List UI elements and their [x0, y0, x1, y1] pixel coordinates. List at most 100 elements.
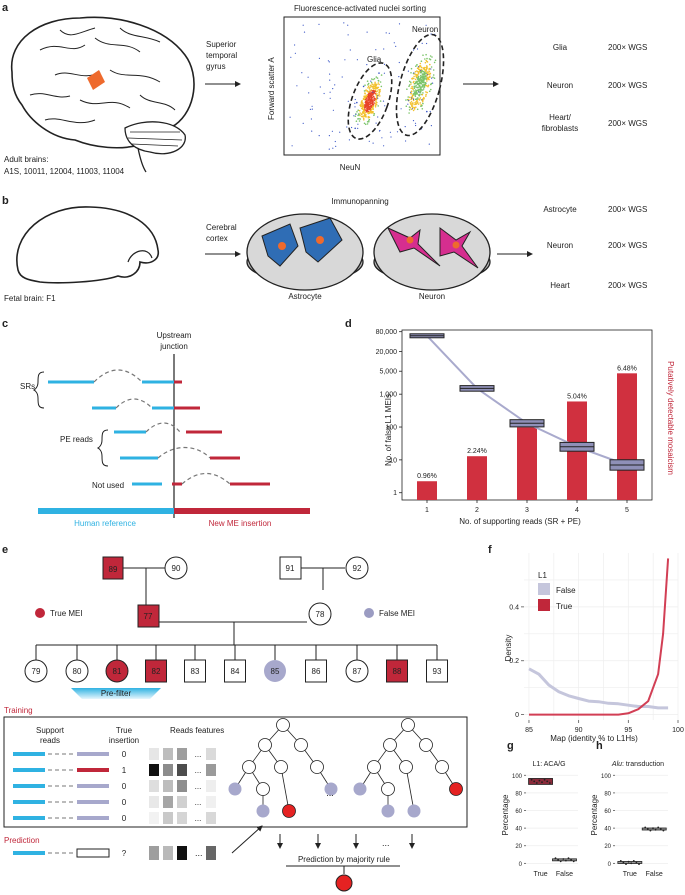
scatter-point: [374, 86, 377, 88]
scatter-point: [372, 108, 375, 110]
training-feature-ellipsis: ...: [195, 814, 202, 823]
scatter-point: [416, 82, 419, 85]
scatter-point: [329, 97, 331, 99]
glia-gate: [347, 62, 393, 140]
scatter-point: [413, 82, 416, 85]
scatter-point: [418, 89, 420, 91]
chart-h-point: [622, 861, 625, 864]
training-feature-cell: [163, 780, 173, 792]
chart-h-title: Alu: transduction: [611, 761, 664, 768]
scatter-point: [411, 108, 413, 110]
scatter-point: [409, 102, 412, 104]
scatter-point: [434, 59, 437, 62]
neuron-gate-label: Neuron: [412, 25, 438, 34]
chart-d-xtick-label: 3: [525, 507, 529, 514]
scatter-point: [310, 118, 312, 120]
scatter-point: [410, 83, 412, 85]
scatter-point: [429, 63, 431, 66]
scatter-point: [374, 102, 377, 105]
scatter-point: [378, 130, 381, 132]
chart-d-ytick-label: 20,000: [376, 349, 398, 356]
chart-f-xtick-label: 100: [672, 727, 684, 734]
scatter-point: [430, 33, 432, 35]
scatter-point: [432, 69, 435, 71]
scatter-point: [416, 64, 418, 66]
scatter-point: [318, 57, 320, 60]
a-output-glia: Glia: [553, 43, 568, 52]
panel-label-h: h: [596, 740, 603, 752]
chart-f-xtick-label: 85: [525, 727, 533, 734]
scatter-point: [416, 80, 418, 83]
chart-h-point: [644, 826, 647, 829]
chart-g-xtick-label: False: [556, 871, 573, 878]
adult-brain-illustration: [10, 16, 195, 173]
scatter-point: [301, 72, 303, 74]
pedigree-84-label: 84: [231, 667, 240, 676]
scatter-point: [362, 105, 364, 108]
scatter-point: [417, 103, 420, 105]
scatter-point: [432, 82, 434, 84]
scatter-point: [377, 80, 380, 82]
scatter-point: [334, 140, 336, 143]
scatter-point: [409, 96, 411, 99]
scatter-point: [377, 97, 379, 99]
scatter-point: [423, 76, 426, 78]
scatter-point: [366, 123, 369, 125]
chart-d-bar-label: 5.04%: [567, 393, 587, 400]
prefilter-label: Pre-filter: [101, 689, 132, 698]
pedigree-83: [184, 659, 206, 683]
scatter-point: [429, 110, 431, 113]
chart-g-point: [538, 779, 541, 782]
scatter-point: [378, 83, 380, 86]
scatter-point: [420, 70, 422, 72]
adult-brains-ids: A1S, 10011, 12004, 11003, 11004: [4, 167, 125, 176]
scatter-point: [421, 99, 423, 101]
scatter-point: [430, 88, 432, 91]
scatter-point: [421, 70, 423, 72]
scatter-point: [371, 102, 373, 104]
chart-h-point: [625, 863, 627, 865]
scatter-point: [346, 126, 348, 128]
scatter-point: [348, 139, 350, 141]
tree-node: [367, 760, 381, 774]
scatter-point: [433, 77, 436, 79]
scatter-point: [419, 62, 422, 65]
scatter-point: [370, 108, 373, 110]
scatter-point: [433, 61, 436, 64]
scatter-point: [382, 100, 385, 102]
scatter-point: [418, 99, 421, 101]
scatter-point: [428, 58, 431, 60]
scatter-point: [377, 105, 380, 107]
scatter-point: [368, 92, 370, 95]
scatter-point: [374, 83, 377, 85]
scatter-point: [412, 97, 415, 100]
legend-true-label: True: [556, 602, 573, 611]
tree-node: [276, 718, 290, 732]
scatter-point: [341, 76, 343, 78]
facs-scatter-points: [289, 22, 437, 150]
scatter-point: [367, 85, 370, 88]
training-rows: 0...1...0...0...0...: [13, 748, 216, 824]
scatter-point: [369, 103, 371, 105]
scatter-point: [432, 74, 435, 76]
scatter-point: [421, 108, 424, 110]
junction-line1: Upstream: [157, 331, 192, 340]
chart-g-point: [541, 781, 543, 784]
scatter-point: [427, 85, 429, 88]
scatter-point: [413, 80, 415, 83]
scatter-point: [318, 135, 320, 137]
scatter-point: [410, 103, 412, 105]
scatter-point: [410, 98, 413, 100]
neuron-label: Neuron: [419, 292, 445, 301]
scatter-point: [363, 90, 366, 92]
chart-g-ytick-label: 100: [512, 774, 523, 780]
chart-h-point: [657, 826, 660, 829]
scatter-point: [408, 80, 411, 83]
scatter-point: [414, 91, 416, 93]
scatter-point: [422, 70, 425, 73]
scatter-point: [376, 101, 378, 104]
scatter-point: [311, 108, 313, 110]
scatter-point: [418, 83, 420, 85]
chart-d-ytick-label: 100: [385, 425, 397, 432]
scatter-point: [373, 98, 376, 100]
